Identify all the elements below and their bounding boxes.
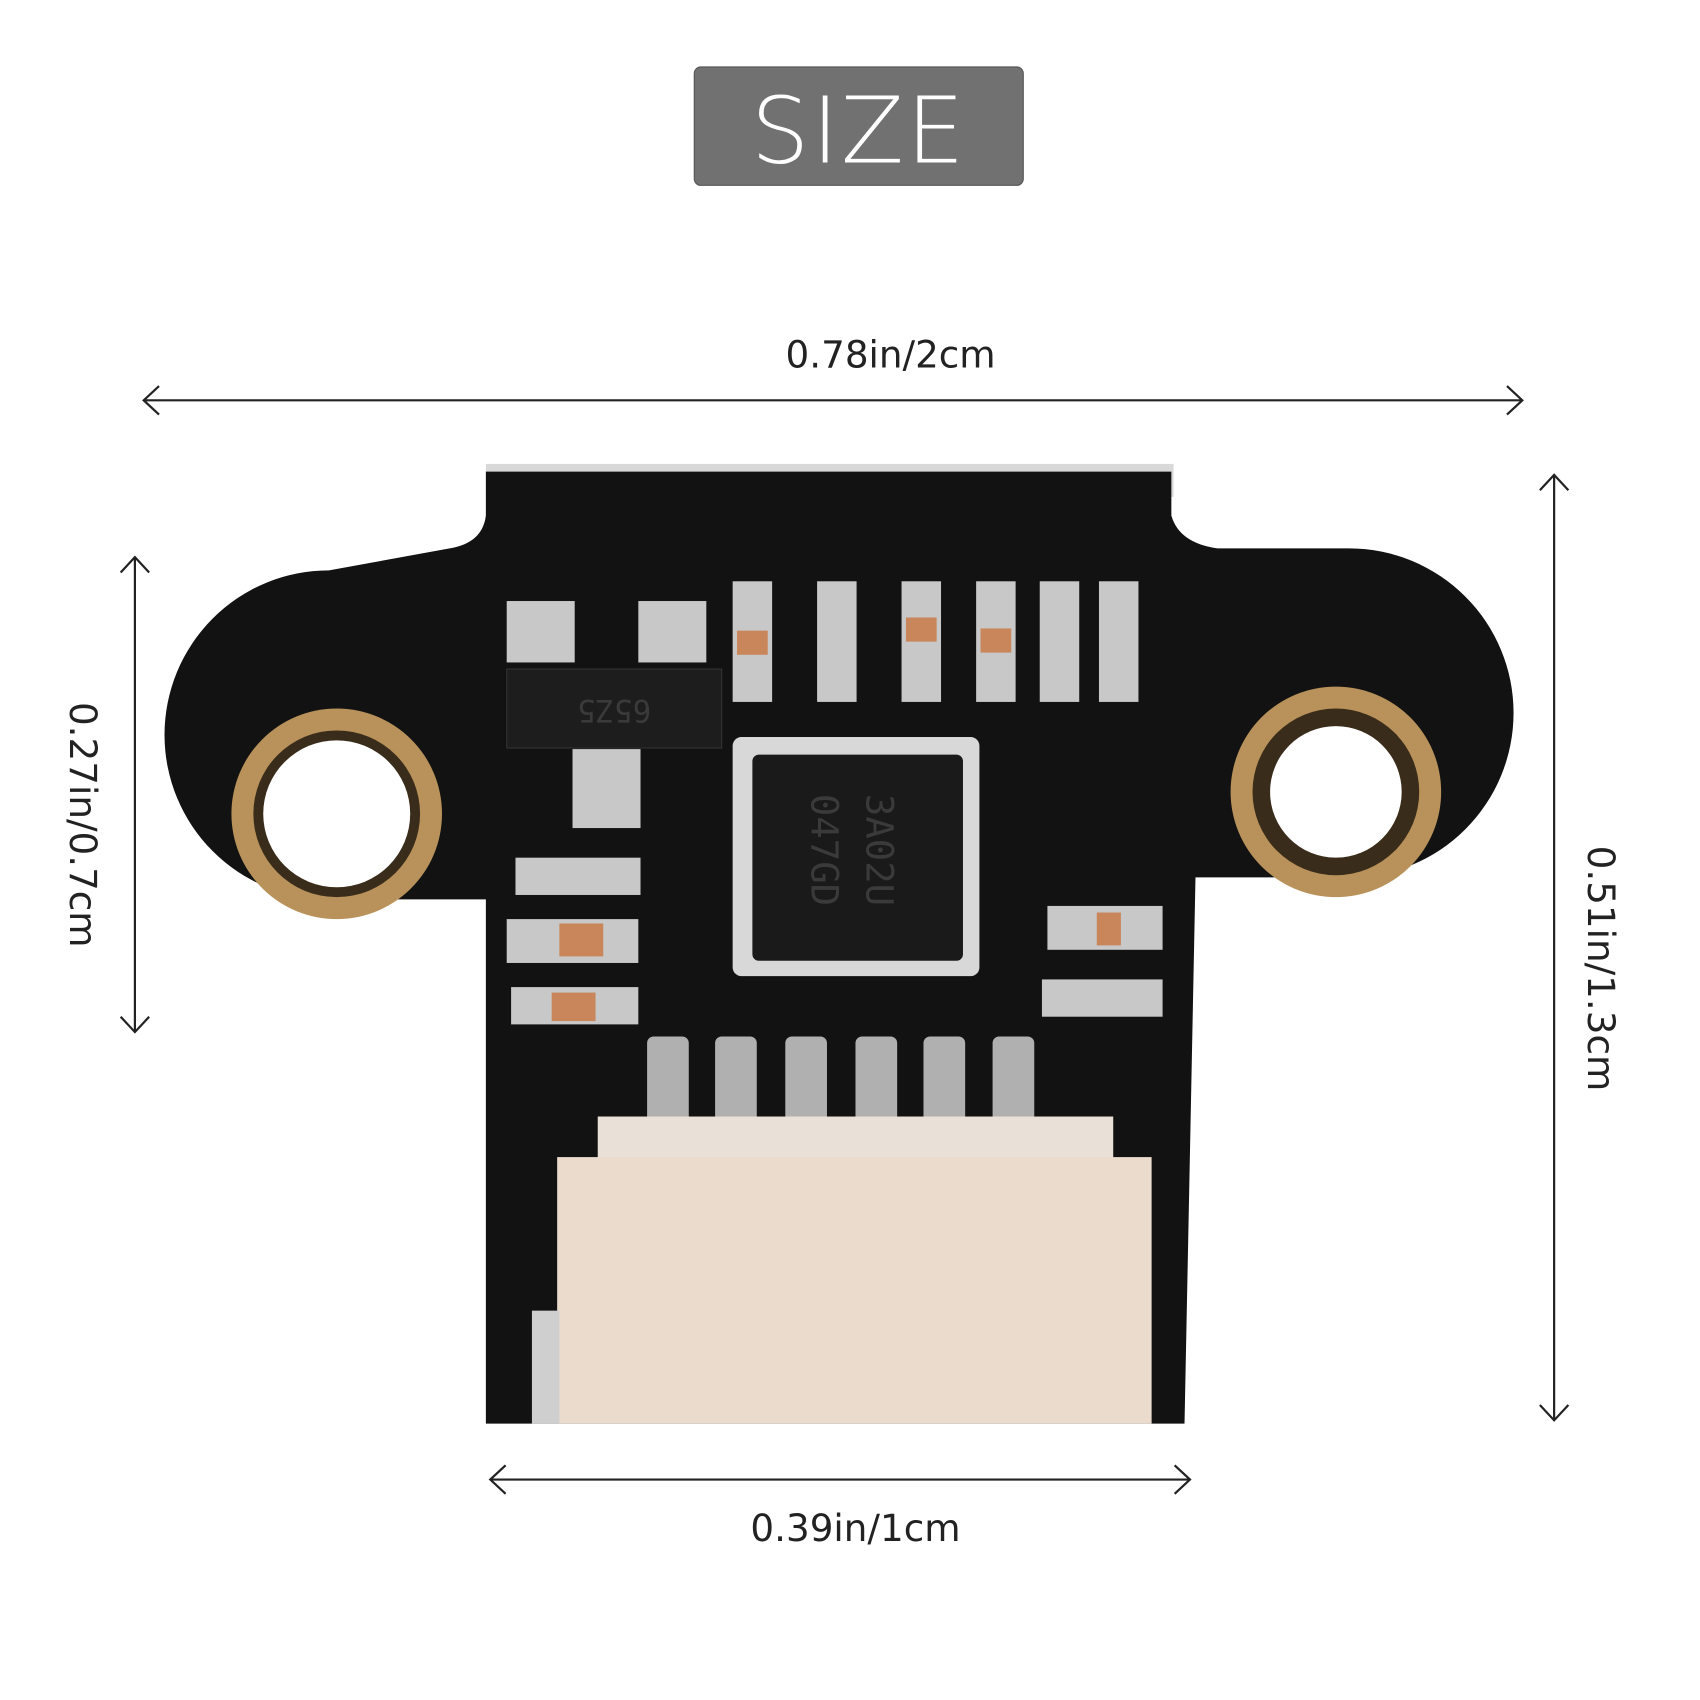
arrow-left-icon xyxy=(142,385,160,416)
voltage-regulator xyxy=(506,668,723,749)
top-width-dimension xyxy=(142,385,1524,416)
regulator-marking: 65Z5 xyxy=(577,692,651,727)
ic-marking-line2: 047GD xyxy=(803,794,847,906)
right-height-label: 0.51in/1.3cm xyxy=(1579,846,1623,1092)
ic-marking-line1: 3A02U xyxy=(857,794,901,906)
arrow-down-icon xyxy=(1539,1404,1570,1422)
size-title: SIZE xyxy=(751,76,967,184)
mounting-hole-left xyxy=(231,708,442,920)
bottom-width-label: 0.39in/1cm xyxy=(750,1506,960,1550)
connector-pins xyxy=(647,1036,1035,1130)
left-height-label: 0.27in/0.7cm xyxy=(61,702,105,948)
connector-top xyxy=(597,1116,1114,1161)
sensor-module-pcb: 65Z5 3A02U 047GD xyxy=(164,463,1514,1424)
arrow-down-icon xyxy=(119,1015,150,1034)
smd-components xyxy=(506,581,1163,1025)
bottom-width-dimension xyxy=(488,1464,1192,1495)
size-title-badge: SIZE xyxy=(693,66,1024,186)
right-height-dimension xyxy=(1539,473,1570,1422)
top-width-label: 0.78in/2cm xyxy=(786,332,996,376)
left-height-dimension xyxy=(119,555,150,1034)
jst-connector xyxy=(557,1157,1152,1424)
arrow-up-icon xyxy=(119,555,150,574)
arrow-right-icon xyxy=(1506,385,1524,416)
mounting-hole-right xyxy=(1230,686,1442,898)
arrow-left-icon xyxy=(488,1464,507,1495)
arrow-right-icon xyxy=(1173,1464,1192,1495)
arrow-up-icon xyxy=(1539,473,1570,492)
main-ic xyxy=(752,754,963,961)
